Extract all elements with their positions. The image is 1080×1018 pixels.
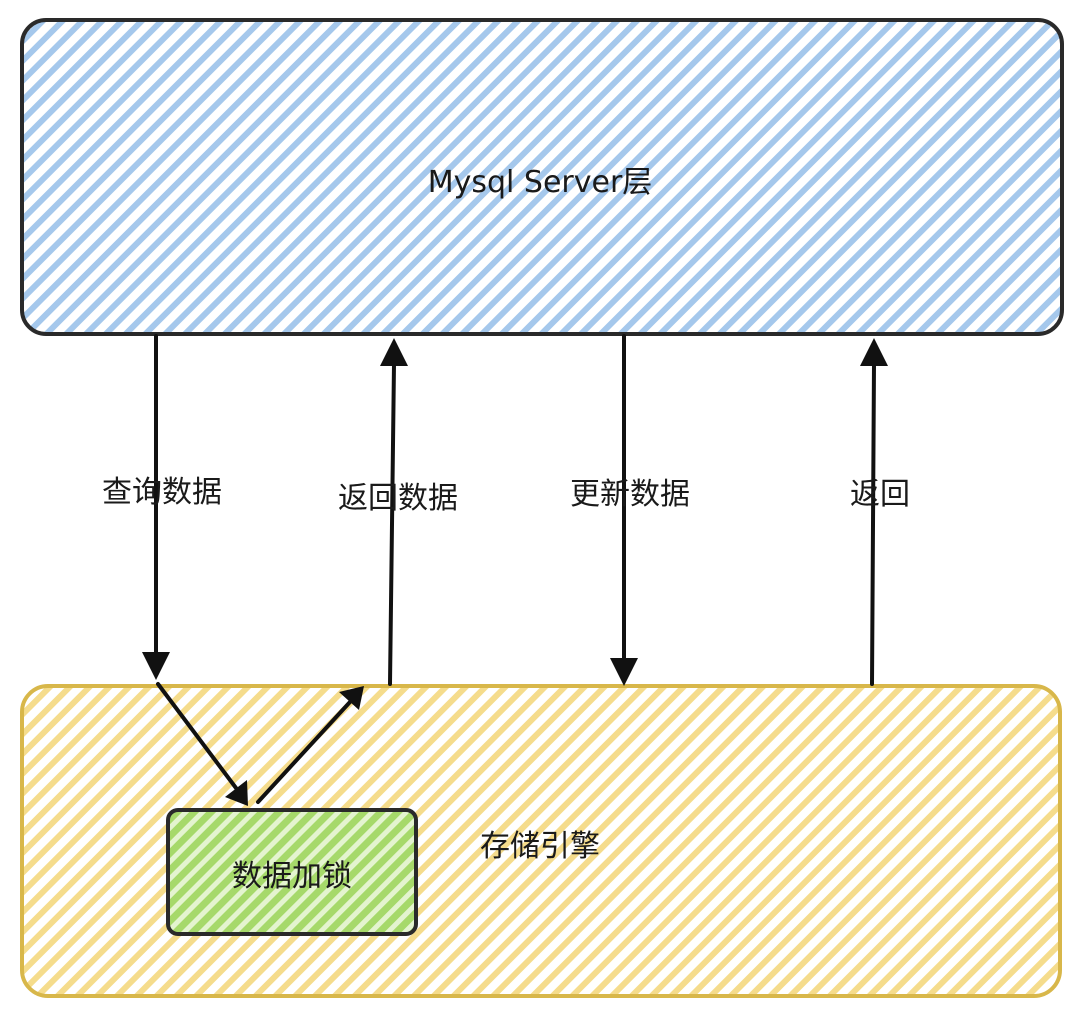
lock-in-arrow — [156, 682, 248, 806]
return-data-label: 返回数据 — [338, 481, 458, 516]
query-label: 查询数据 — [102, 475, 222, 510]
update-label: 更新数据 — [570, 477, 690, 512]
return-label: 返回 — [850, 477, 910, 512]
query-arrow — [142, 334, 170, 680]
server-layer-label: Mysql Server层 — [428, 165, 653, 200]
server-layer-box: Mysql Server层 — [20, 18, 1064, 336]
update-arrow — [610, 334, 638, 686]
storage-engine-label: 存储引擎 — [480, 829, 600, 864]
lock-out-arrow — [256, 686, 364, 804]
return-arrow — [860, 338, 888, 686]
return-data-arrow — [380, 338, 408, 686]
lock-box-label: 数据加锁 — [232, 859, 352, 894]
lock-box: 数据加锁 — [166, 808, 418, 936]
